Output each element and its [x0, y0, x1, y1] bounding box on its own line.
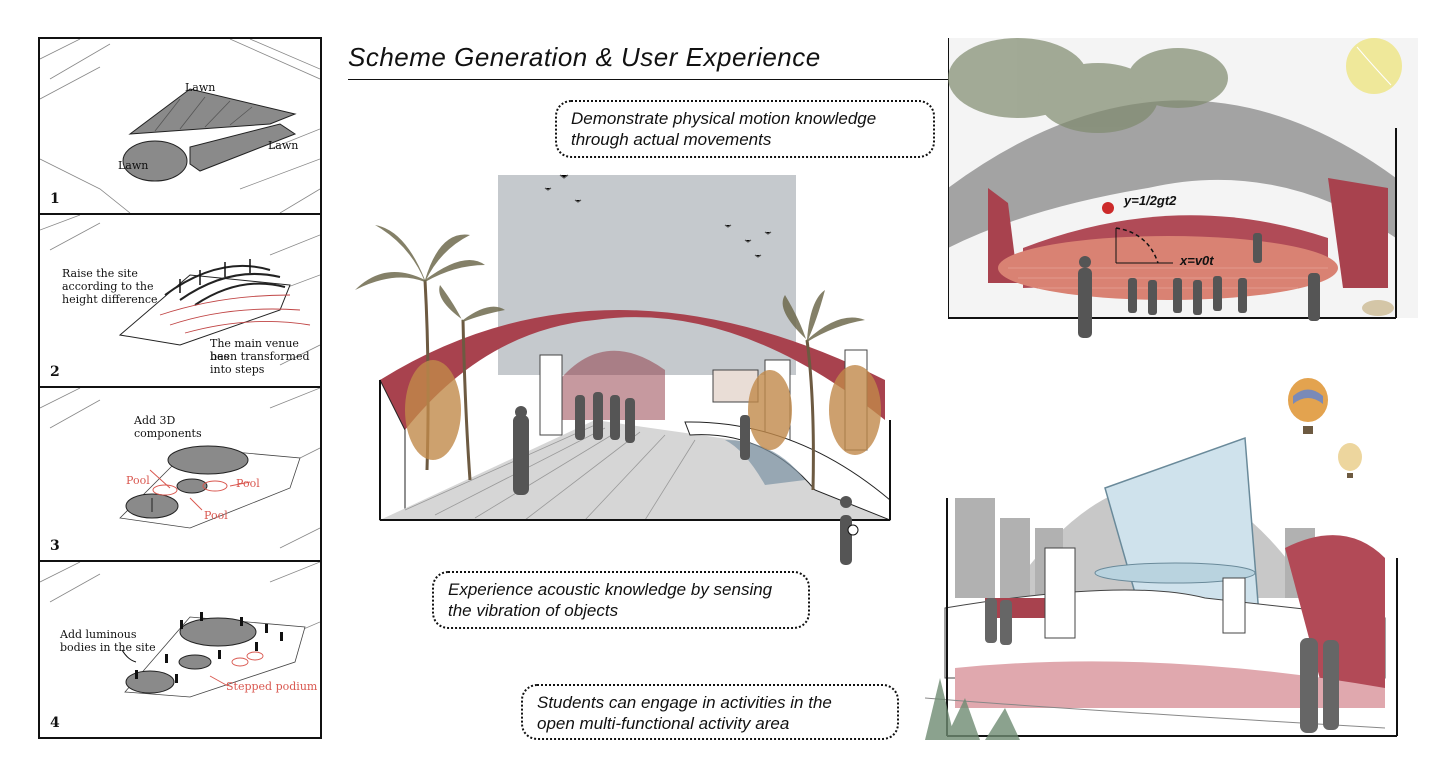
step-3-diagram — [40, 388, 320, 549]
hot-air-balloon-icon — [1288, 378, 1328, 434]
pool-right-label: Pool — [236, 477, 260, 490]
raise-label-2: according to the — [62, 280, 154, 293]
lawn-left-label: Lawn — [118, 159, 149, 172]
motion-illustration — [948, 38, 1418, 338]
title-underline — [348, 79, 948, 80]
step-4-diagram — [40, 562, 320, 698]
lawn-right-label: Lawn — [268, 139, 299, 152]
venue-label-2: been transformed — [210, 350, 310, 363]
acoustic-scene — [925, 378, 1405, 740]
luminous-label-2: bodies in the site — [60, 641, 156, 654]
activity-callout-line-2: open multi-functional activity area — [537, 714, 790, 733]
acoustic-callout-line-2: the vibration of objects — [448, 601, 619, 620]
acoustic-callout: Experience acoustic knowledge by sensing… — [432, 571, 810, 629]
step-number: 4 — [50, 715, 60, 731]
activity-callout: Students can engage in activities in the… — [521, 684, 899, 740]
lawn-top-label: Lawn — [185, 81, 216, 94]
step-3-panel: Add 3D components Pool Pool Pool 3 — [38, 386, 322, 562]
formula-horizontal-label: x=v0t — [1180, 253, 1214, 268]
pool-bottom-label: Pool — [204, 509, 228, 522]
step-1-panel: Lawn Lawn Lawn 1 — [38, 37, 322, 215]
venue-label-3: into steps — [210, 363, 265, 376]
add-3d-label-1: Add 3D — [134, 414, 176, 427]
step-number: 3 — [50, 538, 60, 554]
courtyard-illustration — [355, 174, 891, 565]
hot-air-balloon-small-icon — [1338, 443, 1362, 478]
luminous-label-1: Add luminous — [60, 628, 137, 641]
stepped-podium-label: Stepped podium — [226, 680, 318, 693]
step-4-panel: Add luminous bodies in the site Stepped … — [38, 560, 322, 739]
formula-vertical-label: y=1/2gt2 — [1124, 193, 1177, 208]
activity-callout-line-1: Students can engage in activities in the — [537, 693, 832, 712]
add-3d-label-2: components — [134, 427, 202, 440]
raise-label-3: height difference — [62, 293, 158, 306]
central-courtyard-scene — [345, 170, 900, 580]
sun-icon — [1346, 38, 1402, 94]
acoustic-illustration — [925, 436, 1398, 740]
raise-label-1: Raise the site — [62, 267, 138, 280]
motion-callout: Demonstrate physical motion knowledge th… — [555, 100, 935, 158]
pool-left-label: Pool — [126, 474, 150, 487]
page-title: Scheme Generation & User Experience — [348, 42, 821, 72]
motion-scene: y=1/2gt2 x=v0t — [948, 38, 1418, 338]
motion-callout-line-1: Demonstrate physical motion knowledge — [571, 109, 877, 128]
step-2-diagram — [40, 215, 320, 366]
step-2-panel: Raise the site according to the height d… — [38, 213, 322, 388]
step-1-diagram — [40, 39, 320, 213]
step-number: 2 — [50, 364, 60, 380]
motion-callout-line-2: through actual movements — [571, 130, 772, 149]
step-number: 1 — [50, 191, 60, 207]
venue-label-1: The main venue has — [210, 337, 299, 363]
acoustic-callout-line-1: Experience acoustic knowledge by sensing — [448, 580, 773, 599]
